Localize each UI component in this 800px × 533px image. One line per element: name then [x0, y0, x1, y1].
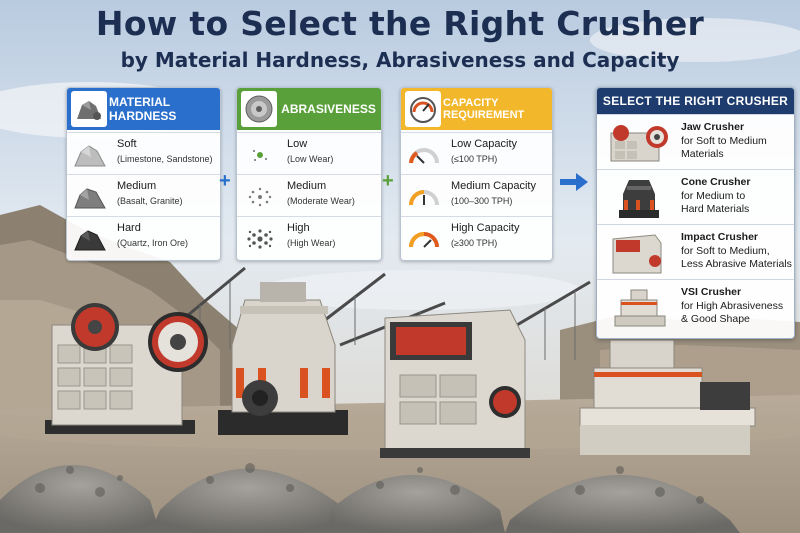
cone-crusher-icon	[619, 180, 659, 218]
hardness-soft-label: Soft	[117, 138, 137, 150]
hardness-row-soft: Soft (Limestone, Sandstone)	[67, 132, 220, 175]
crusher-row-impact: Impact Crusher for Soft to Medium, Less …	[597, 224, 794, 280]
crusher-row-vsi: VSI Crusher for High Abrasiveness & Good…	[597, 279, 794, 335]
light-rock-icon	[73, 141, 107, 169]
crusher-selector-panel: SELECT THE RIGHT CRUSHER Jaw Crusher for…	[596, 87, 795, 339]
hardness-medium-label: Medium	[117, 180, 157, 192]
capacity-low-label: Low Capacity	[451, 138, 518, 150]
vsi-crusher-name: VSI Crusher	[681, 286, 742, 298]
dark-rock-icon	[73, 225, 107, 253]
grinding-disc-icon	[241, 91, 277, 127]
hardness-hard-detail: (Quartz, Iron Ore)	[117, 238, 189, 248]
gauge-high-icon	[407, 225, 441, 253]
capacity-high-label: High Capacity	[451, 222, 520, 234]
capacity-medium-detail: (100–300 TPH)	[451, 196, 513, 206]
abrasiveness-medium-label: Medium	[287, 180, 327, 192]
hardness-row-hard: Hard (Quartz, Iron Ore)	[67, 216, 220, 259]
cone-crusher-use-2: Hard Materials	[681, 203, 750, 215]
capacity-card: CAPACITY REQUIREMENT Low Capacity (≤100 …	[400, 87, 553, 261]
abrasiveness-row-low: Low (Low Wear)	[237, 132, 381, 175]
plus-icon: +	[219, 170, 231, 192]
few-particles-icon	[243, 141, 277, 169]
capacity-row-medium: Medium Capacity (100–300 TPH)	[401, 174, 552, 217]
impact-crusher-icon	[612, 234, 662, 274]
capacity-title: CAPACITY REQUIREMENT	[443, 91, 549, 127]
hardness-header: MATERIAL HARDNESS	[67, 88, 220, 130]
capacity-medium-label: Medium Capacity	[451, 180, 536, 192]
hardness-card: MATERIAL HARDNESS Soft (Limestone, Sands…	[66, 87, 221, 261]
impact-crusher-use-2: Less Abrasive Materials	[681, 258, 792, 270]
capacity-high-detail: (≥300 TPH)	[451, 238, 498, 248]
subtitle: by Material Hardness, Abrasiveness and C…	[120, 48, 680, 72]
crusher-row-cone: Cone Crusher for Medium to Hard Material…	[597, 169, 794, 225]
abrasiveness-card: ABRASIVENESS Low (Low Wear) Medium (Mode…	[236, 87, 382, 261]
abrasiveness-low-detail: (Low Wear)	[287, 154, 334, 164]
grey-rock-icon	[73, 183, 107, 211]
selector-title: SELECT THE RIGHT CRUSHER	[597, 88, 794, 114]
jaw-crusher-icon	[610, 125, 668, 162]
rock-piles	[0, 465, 740, 533]
impact-crusher-use-1: for Soft to Medium,	[681, 244, 770, 257]
hardness-row-medium: Medium (Basalt, Granite)	[67, 174, 220, 217]
jaw-crusher-machine	[45, 303, 208, 434]
abrasiveness-low-label: Low	[287, 138, 308, 150]
impact-crusher-machine	[380, 309, 530, 458]
abrasiveness-header: ABRASIVENESS	[237, 88, 381, 130]
plus-icon: +	[382, 170, 394, 192]
abrasiveness-medium-detail: (Moderate Wear)	[287, 196, 355, 206]
jaw-crusher-use-2: Materials	[681, 148, 724, 160]
many-particles-icon	[243, 225, 277, 253]
abrasiveness-high-label: High	[287, 222, 310, 234]
impact-crusher-name: Impact Crusher	[681, 231, 759, 243]
capacity-row-low: Low Capacity (≤100 TPH)	[401, 132, 552, 175]
some-particles-icon	[243, 183, 277, 211]
vsi-crusher-use-1: for High Abrasiveness	[681, 299, 784, 312]
jaw-crusher-use-1: for Soft to Medium	[681, 134, 767, 147]
jaw-crusher-name: Jaw Crusher	[681, 121, 745, 133]
arrow-right-icon	[560, 173, 588, 191]
main-title: How to Select the Right Crusher	[95, 4, 705, 43]
vsi-crusher-use-2: & Good Shape	[681, 313, 750, 325]
cone-crusher-use-1: for Medium to	[681, 189, 746, 202]
gauge-medium-icon	[407, 183, 441, 211]
capacity-header: CAPACITY REQUIREMENT	[401, 88, 552, 130]
abrasiveness-title: ABRASIVENESS	[279, 91, 378, 127]
abrasiveness-row-medium: Medium (Moderate Wear)	[237, 174, 381, 217]
hardness-title: MATERIAL HARDNESS	[109, 91, 217, 127]
vsi-crusher-machine	[579, 339, 756, 455]
gauge-icon	[405, 91, 441, 127]
hardness-soft-detail: (Limestone, Sandstone)	[117, 154, 213, 164]
capacity-low-detail: (≤100 TPH)	[451, 154, 498, 164]
abrasiveness-high-detail: (High Wear)	[287, 238, 336, 248]
hardness-medium-detail: (Basalt, Granite)	[117, 196, 183, 206]
abrasiveness-row-high: High (High Wear)	[237, 216, 381, 259]
rock-pile-icon	[71, 91, 107, 127]
cone-crusher-name: Cone Crusher	[681, 176, 751, 188]
crusher-row-jaw: Jaw Crusher for Soft to Medium Materials	[597, 114, 794, 170]
vsi-crusher-icon	[614, 289, 666, 327]
hardness-hard-label: Hard	[117, 222, 141, 234]
cone-crusher-machine	[218, 282, 348, 435]
capacity-row-high: High Capacity (≥300 TPH)	[401, 216, 552, 259]
gauge-low-icon	[407, 141, 441, 169]
